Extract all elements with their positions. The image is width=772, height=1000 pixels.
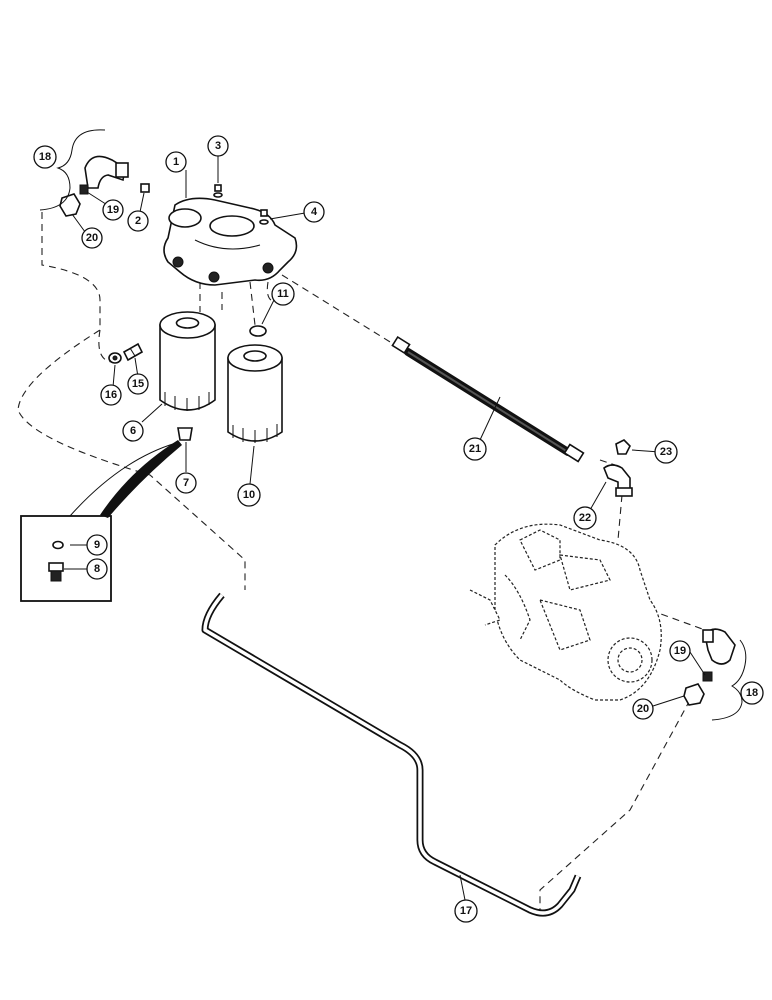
callout-10-label: 10: [243, 489, 255, 501]
callout-15-label: 15: [132, 378, 144, 390]
washer-16: [108, 352, 122, 364]
bolt-15: [122, 342, 144, 362]
dashed-fuel-routing: [17, 212, 706, 910]
brace-18-upper: [39, 129, 106, 211]
callout-18-upper: 18: [33, 145, 57, 169]
callout-19-upper-label: 19: [107, 204, 119, 216]
callout-20-lower: 20: [632, 698, 654, 720]
bleed-screw-4: [259, 209, 269, 225]
callout-2-label: 2: [135, 215, 141, 227]
fitting-19-upper: [79, 184, 89, 195]
callout-15: 15: [127, 373, 149, 395]
elbow-fitting-22: [603, 464, 633, 497]
callout-18-upper-label: 18: [39, 151, 51, 163]
callout-8-label: 8: [94, 563, 100, 575]
callout-11-label: 11: [277, 288, 289, 300]
callout-20-upper: 20: [81, 227, 103, 249]
callout-22-label: 22: [579, 512, 591, 524]
filter-cartridge-6: [159, 311, 216, 411]
filter-cartridge-10: [227, 344, 283, 443]
elbow-fitting-lower: [702, 628, 736, 665]
callout-1: 1: [165, 151, 187, 173]
callout-20-upper-label: 20: [86, 232, 98, 244]
callout-20-lower-label: 20: [637, 703, 649, 715]
callout-3: 3: [207, 135, 229, 157]
callout-21: 21: [463, 437, 487, 461]
callout-18-lower: 18: [740, 681, 764, 705]
fuel-injection-pump: [469, 523, 662, 701]
callout-17: 17: [454, 899, 478, 923]
callout-6-label: 6: [130, 425, 136, 437]
callout-19-lower-label: 19: [674, 645, 686, 657]
callout-7: 7: [175, 472, 197, 494]
callout-7-label: 7: [183, 477, 189, 489]
elbow-fitting-upper: [84, 155, 129, 189]
drain-valve-8: [48, 562, 64, 582]
leader-lines: [64, 156, 706, 901]
callout-2: 2: [127, 210, 149, 232]
callout-17-label: 17: [460, 905, 472, 917]
callout-16-label: 16: [105, 389, 117, 401]
callout-8: 8: [86, 558, 108, 580]
callout-19-lower: 19: [669, 640, 691, 662]
fuel-filter-head: [163, 197, 298, 286]
callout-4-label: 4: [311, 206, 318, 218]
drain-plug-7: [177, 427, 193, 441]
callout-4: 4: [303, 201, 325, 223]
fuel-line-17: [201, 592, 582, 917]
callout-3-label: 3: [215, 140, 221, 152]
o-ring-9: [52, 540, 64, 550]
callout-10: 10: [237, 483, 261, 507]
nut-20-upper: [59, 193, 81, 217]
callout-21-label: 21: [469, 443, 481, 455]
callout-9: 9: [86, 534, 108, 556]
callout-9-label: 9: [94, 539, 100, 551]
bleed-screw-3: [213, 184, 223, 198]
callout-11: 11: [271, 282, 295, 306]
fuel-hose-21: [391, 335, 585, 463]
brace-18-lower: [711, 639, 747, 721]
callout-22: 22: [573, 506, 597, 530]
callout-23-label: 23: [660, 446, 672, 458]
nut-20-lower: [683, 683, 705, 706]
callout-19-upper: 19: [102, 199, 124, 221]
o-ring-11: [249, 325, 267, 337]
fitting-19-lower: [702, 671, 713, 682]
callout-6: 6: [122, 420, 144, 442]
nut-23: [615, 439, 631, 455]
callout-16: 16: [100, 384, 122, 406]
callout-18-lower-label: 18: [746, 687, 758, 699]
plug-2: [140, 183, 150, 193]
callout-23: 23: [654, 440, 678, 464]
callout-1-label: 1: [173, 156, 179, 168]
